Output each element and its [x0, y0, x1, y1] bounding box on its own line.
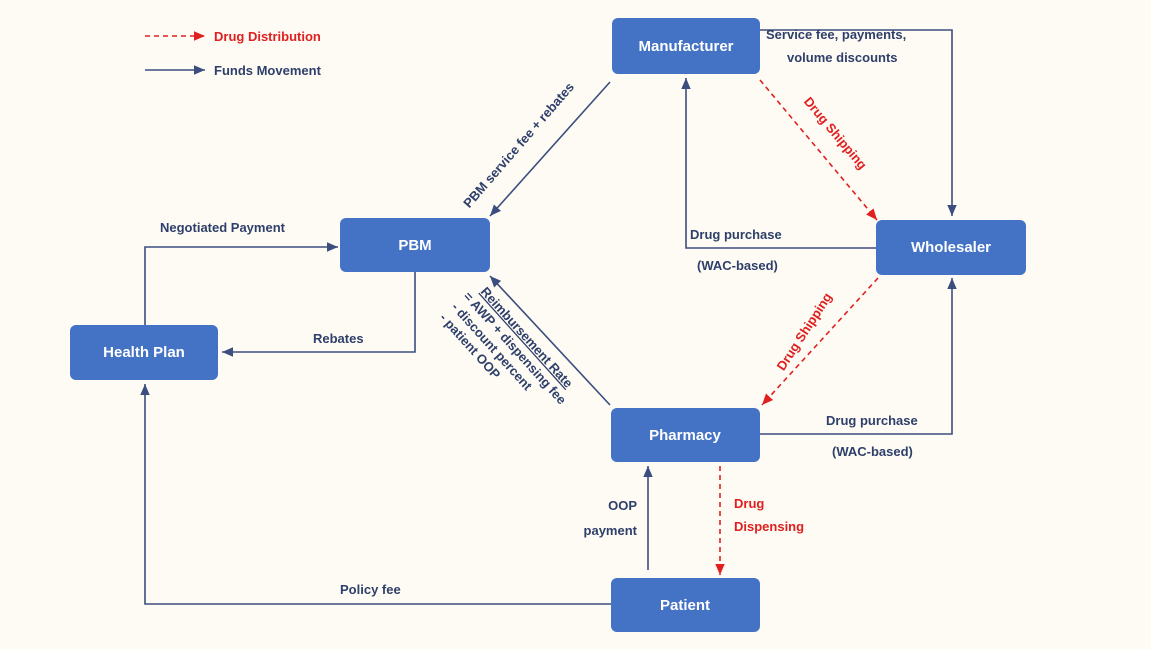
edge-pharmacy-pbm	[489, 275, 611, 406]
node-label: Patient	[660, 597, 710, 614]
label-rebates: Rebates	[313, 331, 364, 346]
label-service-fee-1: Service fee, payments,	[766, 27, 906, 42]
node-manufacturer: Manufacturer	[612, 18, 760, 74]
node-label: Wholesaler	[911, 239, 991, 256]
label-drug-shipping-1: Drug Shipping	[801, 94, 870, 172]
label-negotiated-payment: Negotiated Payment	[160, 220, 286, 235]
node-label: Health Plan	[103, 344, 185, 361]
label-oop-1: OOP	[608, 498, 637, 513]
label-dispensing-2: Dispensing	[734, 519, 804, 534]
label-drug-purchase-w1: Drug purchase	[690, 227, 782, 242]
label-drug-purchase-w2: (WAC-based)	[697, 258, 778, 273]
node-label: PBM	[398, 237, 431, 254]
node-patient: Patient	[611, 578, 760, 632]
edge-manufacturer-pbm	[489, 81, 611, 217]
node-label: Pharmacy	[649, 427, 721, 444]
edge-patient-healthplan	[140, 384, 611, 605]
node-wholesaler: Wholesaler	[876, 220, 1026, 275]
label-drug-shipping-2: Drug Shipping	[774, 290, 835, 373]
edge-wholesaler-manufacturer-purchase	[681, 78, 876, 249]
edge-manufacturer-wholesaler-fees	[760, 29, 957, 216]
edge-pbm-healthplan-rebates	[222, 272, 416, 357]
label-oop-2: payment	[584, 523, 638, 538]
label-drug-purchase-p1: Drug purchase	[826, 413, 918, 428]
legend-distribution-label: Drug Distribution	[214, 29, 321, 44]
label-policy-fee: Policy fee	[340, 582, 401, 597]
label-service-fee-2: volume discounts	[787, 50, 898, 65]
legend-funds-label: Funds Movement	[214, 63, 322, 78]
node-health-plan: Health Plan	[70, 325, 218, 380]
label-drug-purchase-p2: (WAC-based)	[832, 444, 913, 459]
node-pharmacy: Pharmacy	[611, 408, 760, 462]
node-pbm: PBM	[340, 218, 490, 272]
label-reimbursement: Reimbursement Rate = AWP + dispensing fe…	[437, 284, 576, 407]
edge-wholesaler-pharmacy-shipping	[761, 277, 879, 406]
edge-manufacturer-wholesaler-shipping	[759, 79, 878, 221]
label-dispensing-1: Drug	[734, 496, 764, 511]
legend: Drug Distribution Funds Movement	[145, 29, 322, 78]
label-pbm-service-fee: PBM service fee + rebates	[460, 79, 577, 210]
edge-pharmacy-wholesaler-purchase	[760, 278, 957, 435]
edge-healthplan-pbm	[144, 242, 338, 325]
node-label: Manufacturer	[638, 38, 733, 55]
